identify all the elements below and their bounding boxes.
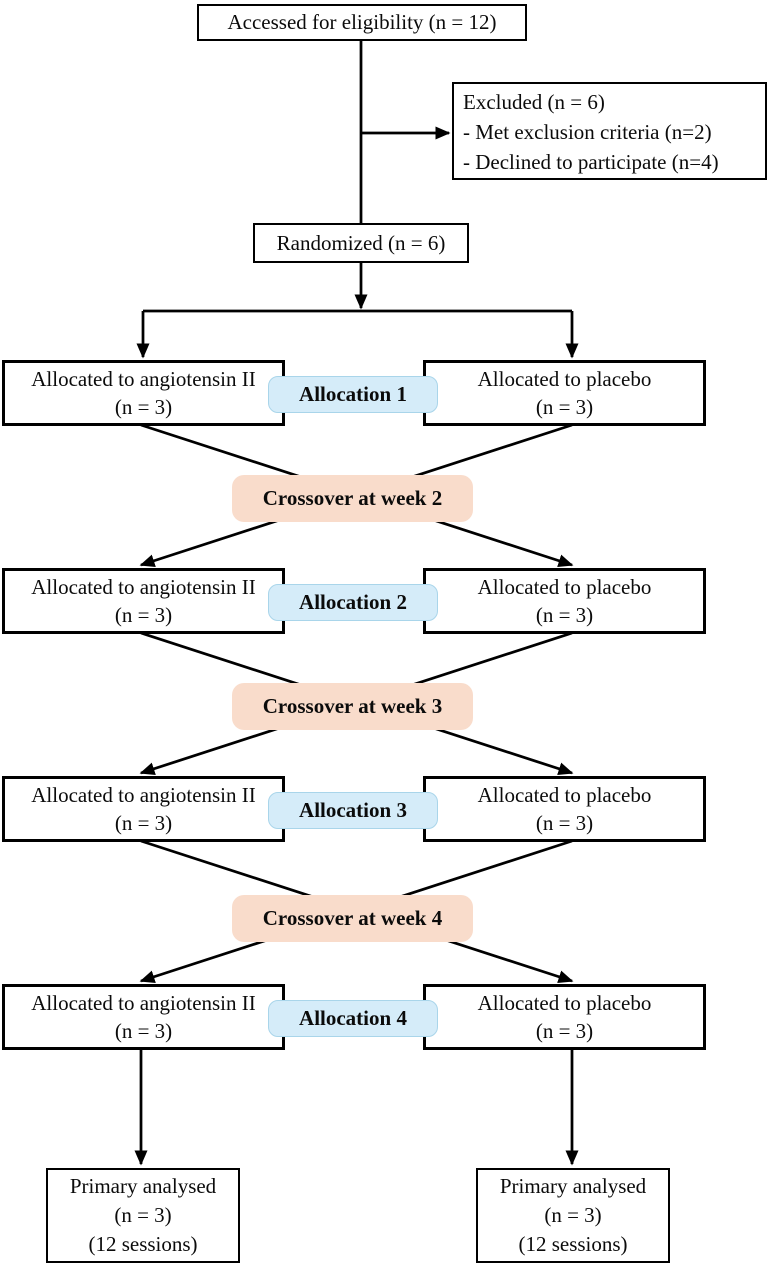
allocation4-placebo-n: (n = 3)	[535, 1019, 594, 1043]
excluded-title: Excluded (n = 6)	[463, 90, 605, 114]
analysis-left-label: Primary analysed	[69, 1174, 217, 1198]
allocation1-badge-label: Allocation 1	[299, 382, 407, 406]
allocation2-angiotensin-label: Allocated to angiotensin II	[31, 575, 256, 599]
allocation3-badge: Allocation 3	[268, 792, 438, 829]
allocation4-badge: Allocation 4	[268, 1000, 438, 1037]
allocation4-angiotensin-box: Allocated to angiotensin II (n = 3)	[2, 984, 285, 1050]
allocation1-placebo-n: (n = 3)	[535, 395, 594, 419]
allocation1-badge: Allocation 1	[268, 376, 438, 413]
analysis-left-sessions: (12 sessions)	[88, 1232, 198, 1256]
allocation3-placebo-n: (n = 3)	[535, 811, 594, 835]
allocation2-placebo-n: (n = 3)	[535, 603, 594, 627]
allocation1-angiotensin-n: (n = 3)	[114, 395, 173, 419]
allocation2-placebo-label: Allocated to placebo	[477, 575, 652, 599]
primary-analysed-right-box: Primary analysed (n = 3) (12 sessions)	[476, 1168, 670, 1263]
allocation1-placebo-label: Allocated to placebo	[477, 367, 652, 391]
allocation3-badge-label: Allocation 3	[299, 798, 407, 822]
analysis-right-label: Primary analysed	[499, 1174, 647, 1198]
randomized-box: Randomized (n = 6)	[253, 223, 469, 263]
primary-analysed-left-box: Primary analysed (n = 3) (12 sessions)	[46, 1168, 240, 1263]
allocation2-placebo-box: Allocated to placebo (n = 3)	[423, 568, 706, 634]
allocation4-angiotensin-n: (n = 3)	[114, 1019, 173, 1043]
randomized-label: Randomized (n = 6)	[276, 230, 446, 255]
analysis-left-n: (n = 3)	[114, 1203, 172, 1227]
allocation3-placebo-label: Allocated to placebo	[477, 783, 652, 807]
crossover-week4-badge: Crossover at week 4	[232, 895, 473, 942]
allocation3-placebo-box: Allocated to placebo (n = 3)	[423, 776, 706, 842]
analysis-right-n: (n = 3)	[544, 1203, 602, 1227]
allocation3-angiotensin-label: Allocated to angiotensin II	[31, 783, 256, 807]
allocation2-angiotensin-n: (n = 3)	[114, 603, 173, 627]
eligibility-label: Accessed for eligibility (n = 12)	[227, 10, 497, 34]
crossover-week3-badge: Crossover at week 3	[232, 683, 473, 730]
allocation2-badge-label: Allocation 2	[299, 590, 407, 614]
crossover-week2-badge: Crossover at week 2	[232, 475, 473, 522]
allocation4-placebo-box: Allocated to placebo (n = 3)	[423, 984, 706, 1050]
allocation1-angiotensin-label: Allocated to angiotensin II	[31, 367, 256, 391]
allocation1-placebo-box: Allocated to placebo (n = 3)	[423, 360, 706, 426]
allocation4-placebo-label: Allocated to placebo	[477, 991, 652, 1015]
allocation3-angiotensin-box: Allocated to angiotensin II (n = 3)	[2, 776, 285, 842]
excluded-reason-1: - Met exclusion criteria (n=2)	[463, 120, 712, 144]
excluded-reason-2: - Declined to participate (n=4)	[463, 150, 719, 174]
crossover-week4-label: Crossover at week 4	[262, 906, 443, 930]
allocation4-angiotensin-label: Allocated to angiotensin II	[31, 991, 256, 1015]
allocation3-angiotensin-n: (n = 3)	[114, 811, 173, 835]
crossover-week3-label: Crossover at week 3	[262, 694, 443, 718]
crossover-week2-label: Crossover at week 2	[262, 486, 443, 510]
eligibility-box: Accessed for eligibility (n = 12)	[197, 4, 527, 41]
allocation2-badge: Allocation 2	[268, 584, 438, 621]
allocation4-badge-label: Allocation 4	[299, 1006, 407, 1030]
analysis-right-sessions: (12 sessions)	[518, 1232, 628, 1256]
allocation2-angiotensin-box: Allocated to angiotensin II (n = 3)	[2, 568, 285, 634]
allocation1-angiotensin-box: Allocated to angiotensin II (n = 3)	[2, 360, 285, 426]
excluded-box: Excluded (n = 6) - Met exclusion criteri…	[452, 82, 767, 180]
